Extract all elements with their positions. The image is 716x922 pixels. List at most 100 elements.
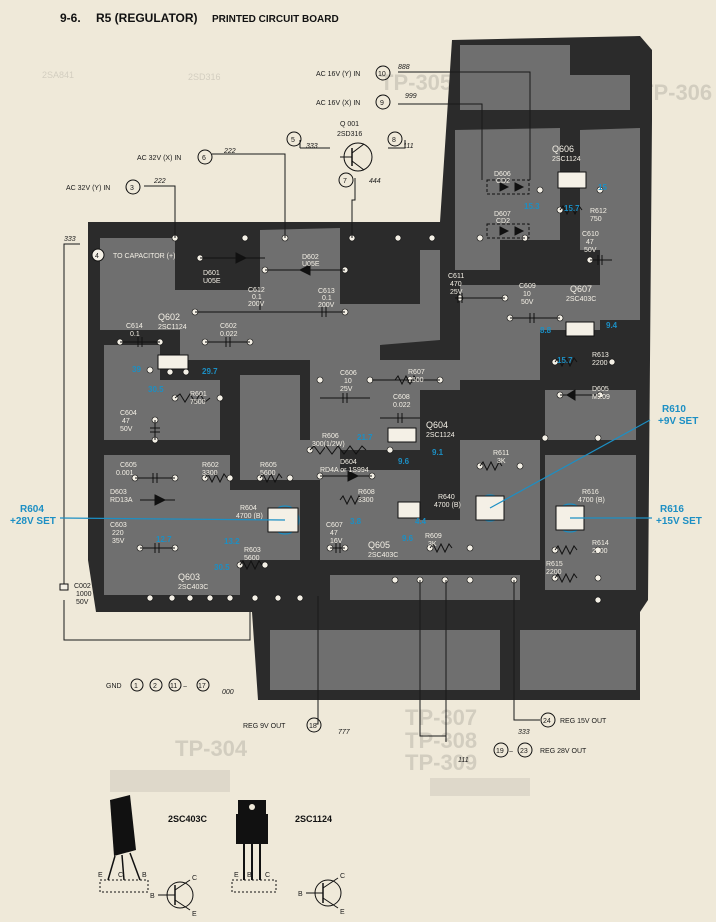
c002-extra: 50V — [76, 599, 89, 606]
t1-pin-b: B — [142, 872, 147, 879]
d607-part: CD2 — [496, 218, 510, 225]
r616-ref: R616 — [582, 489, 599, 496]
r602-part: 3300 — [202, 470, 218, 477]
ghost-tp309: TP-309 — [405, 750, 477, 775]
cap-pin: 4 — [95, 253, 99, 260]
t2-pin-b: B — [247, 872, 252, 879]
r606-part: 300(1/2W) — [312, 441, 345, 448]
ac32x-wire: 222 — [223, 148, 236, 155]
ghost-2sd316: 2SD316 — [188, 72, 221, 82]
v-15: 15 — [598, 183, 607, 192]
v-39: 39 — [132, 365, 141, 374]
gnd-pin-1: 1 — [134, 683, 138, 690]
ghost-tp308: TP-308 — [405, 728, 477, 753]
c606-extra: 25V — [340, 386, 353, 393]
d604-part: RD4A or 1S994 — [320, 467, 369, 474]
t1-sym-e: E — [192, 911, 197, 918]
v-13-2: 13.2 — [224, 537, 240, 546]
q607-part: 2SC403C — [566, 296, 596, 303]
reg15-label: REG 15V OUT — [560, 718, 607, 725]
copper-traces — [100, 45, 640, 690]
q607-ref: Q607 — [570, 284, 592, 294]
c612-extra: 200V — [248, 301, 265, 308]
c604-part: 47 — [122, 418, 130, 425]
v-15-3: 15.3 — [524, 202, 540, 211]
svg-text:~: ~ — [509, 749, 513, 756]
r608-ref: R608 — [358, 489, 375, 496]
t2-sym-c: C — [340, 873, 345, 880]
r613-ref: R613 — [592, 352, 609, 359]
ac16x-wire: 999 — [405, 93, 417, 100]
svg-text:~: ~ — [183, 684, 187, 691]
c614-part: 0.1 — [130, 331, 140, 338]
q604-ref: Q604 — [426, 420, 448, 430]
d607-ref: D607 — [494, 211, 511, 218]
q001-part: 2SD316 — [337, 131, 362, 138]
ac16x-label: AC 16V (X) IN — [316, 100, 360, 107]
ghost-tp306: TP-306 — [640, 80, 712, 105]
v-9-6b: 9.6 — [402, 534, 414, 543]
reg15-pin: 24 — [543, 718, 551, 725]
v-3-8: 3.8 — [350, 517, 362, 526]
reg9-pin: 18 — [309, 723, 317, 730]
v-30-5: 30.5 — [148, 385, 164, 394]
d603-ref: D603 — [110, 489, 127, 496]
c609-part: 10 — [523, 291, 531, 298]
cap-label: TO CAPACITOR (+) — [113, 253, 175, 260]
reg9-label: REG 9V OUT — [243, 723, 286, 730]
c612-ref: C612 — [248, 287, 265, 294]
d606-ref: D606 — [494, 171, 511, 178]
t1-sym-b: B — [150, 893, 155, 900]
ac32x-label: AC 32V (X) IN — [137, 155, 181, 162]
r601-ref: R601 — [190, 391, 207, 398]
v-15-7b: 15.7 — [557, 356, 573, 365]
t1-name: 2SC403C — [168, 814, 208, 824]
c610-part: 47 — [586, 239, 594, 246]
d606-part: CD2 — [496, 178, 510, 185]
ac16y-wire: 888 — [398, 64, 410, 71]
d602-ref: D602 — [302, 254, 319, 261]
r615-ref: R615 — [546, 561, 563, 568]
c607-ref: C607 — [326, 522, 343, 529]
v-9-4: 9.4 — [606, 321, 618, 330]
ac16y-label: AC 16V (Y) IN — [316, 71, 360, 78]
q001-pin-b: 7 — [343, 178, 347, 185]
q001-pin-e-wire: 333 — [306, 143, 318, 150]
c603-ref: C603 — [110, 522, 127, 529]
r602-ref: R602 — [202, 462, 219, 469]
c604-extra: 50V — [120, 426, 133, 433]
c611-part: 470 — [450, 281, 462, 288]
r616-part: 4700 (B) — [578, 497, 605, 504]
r605-part: 5600 — [260, 470, 276, 477]
r605-ref: R605 — [260, 462, 277, 469]
c608-part: 0.022 — [393, 402, 411, 409]
page-title: R5 (REGULATOR) — [96, 11, 198, 25]
reg28-label: REG 28V OUT — [540, 748, 587, 755]
d605-ref: D605 — [592, 386, 609, 393]
r604-part: 4700 (B) — [236, 513, 263, 520]
r611-part: 3K — [497, 458, 506, 465]
c614-ref: C614 — [126, 323, 143, 330]
gnd-pin-11: 11 — [170, 683, 177, 690]
c610-ref: C610 — [582, 231, 599, 238]
gnd-label: GND — [106, 683, 122, 690]
t1-pin-e: E — [98, 872, 103, 879]
r606-ref: R606 — [322, 433, 339, 440]
c602-ref: C602 — [220, 323, 237, 330]
q001-symbol — [340, 142, 373, 172]
c607-part: 47 — [330, 530, 338, 537]
c603-part: 220 — [112, 530, 124, 537]
q606-part: 2SC1124 — [552, 156, 581, 163]
r604-ref: R604 — [240, 505, 257, 512]
r640-part: 4700 (B) — [434, 502, 461, 509]
r603-part: 5600 — [244, 555, 260, 562]
gnd-pin-2: 2 — [153, 683, 157, 690]
cap-wire: 333 — [64, 236, 76, 243]
r601-part: 7500 — [190, 399, 206, 406]
q605-part: 2SC403C — [368, 552, 398, 559]
d605-part: MZ09 — [592, 394, 610, 401]
q001-pin-c: 8 — [392, 137, 396, 144]
r616-callout-ref: R616 — [660, 504, 684, 515]
c607-extra: 16V — [330, 538, 343, 545]
